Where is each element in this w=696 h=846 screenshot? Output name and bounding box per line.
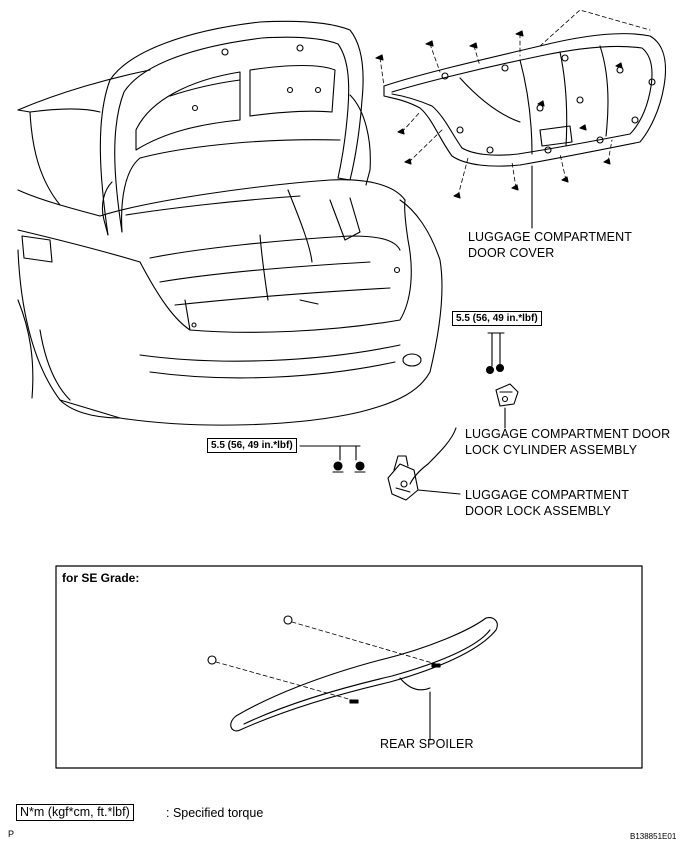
door-cover-part <box>383 33 667 167</box>
lock-cylinder-part <box>485 363 519 407</box>
label-door-cover-line1: LUGGAGE COMPARTMENT <box>468 230 632 244</box>
se-grade-title: for SE Grade: <box>62 571 140 585</box>
footer-left-mark: P <box>8 829 15 839</box>
legend-unit-box: N*m (kgf*cm, ft.*lbf) <box>16 804 134 821</box>
torque-spec-lock: 5.5 (56, 49 in.*lbf) <box>207 438 297 453</box>
rear-spoiler-part <box>207 615 498 732</box>
cover-clips <box>375 30 623 199</box>
trunk-lid <box>99 20 371 236</box>
label-lock-cylinder-line2: LOCK CYLINDER ASSEMBLY <box>465 443 638 457</box>
figure-id: B138851E01 <box>630 832 677 841</box>
label-lock-assembly-line2: DOOR LOCK ASSEMBLY <box>465 504 612 518</box>
label-rear-spoiler: REAR SPOILER <box>380 737 474 751</box>
lock-assembly-part <box>332 455 419 501</box>
car-body <box>17 69 443 426</box>
label-door-cover-line2: DOOR COVER <box>468 246 555 260</box>
label-lock-cylinder-line1: LUGGAGE COMPARTMENT DOOR <box>465 427 671 441</box>
torque-spec-cylinder: 5.5 (56, 49 in.*lbf) <box>452 311 542 326</box>
label-lock-assembly-line1: LUGGAGE COMPARTMENT <box>465 488 629 502</box>
legend-description: : Specified torque <box>166 806 264 820</box>
se-grade-box <box>55 565 643 769</box>
